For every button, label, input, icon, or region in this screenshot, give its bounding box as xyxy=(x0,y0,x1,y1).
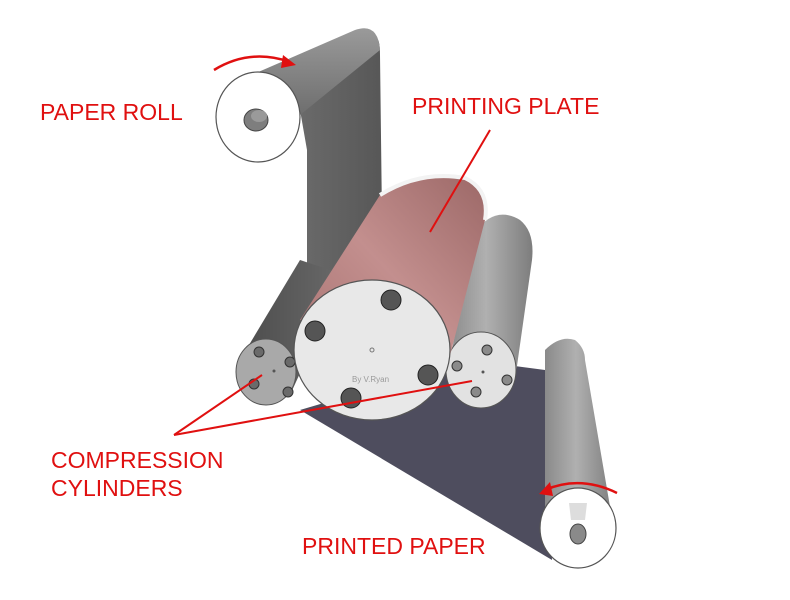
printing-plate-end-face xyxy=(293,279,451,421)
printed-roll-highlight xyxy=(569,503,587,520)
bolt-icon xyxy=(501,374,513,386)
leader-line-right-cylinder xyxy=(173,380,473,436)
right-compression-cylinder xyxy=(445,214,533,409)
bolt-icon xyxy=(304,320,326,342)
label-printed-paper: PRINTED PAPER xyxy=(302,533,486,559)
rotation-arrow-bottom xyxy=(544,481,618,495)
paper-roll-axle-highlight xyxy=(251,110,267,122)
bolt-icon xyxy=(470,386,482,398)
center-pin-icon xyxy=(481,370,485,374)
label-paper-roll: PAPER ROLL xyxy=(40,99,183,125)
bolt-icon xyxy=(380,289,402,311)
leader-line-printing-plate xyxy=(429,129,491,233)
rotation-arrowhead-top xyxy=(281,55,296,68)
paper-roll xyxy=(213,28,383,300)
printing-plate-rim xyxy=(378,174,488,221)
rotation-arrowhead-bottom xyxy=(539,482,553,496)
label-compression-line2: CYLINDERS xyxy=(51,475,183,501)
rotation-arrow-top xyxy=(213,55,291,72)
bolt-icon xyxy=(284,356,296,368)
bolt-icon xyxy=(417,364,439,386)
leader-line-left-cylinder xyxy=(173,374,263,436)
printed-paper-roll xyxy=(539,338,618,569)
bolt-icon xyxy=(282,386,294,398)
label-printing-plate: PRINTING PLATE xyxy=(412,93,599,119)
credit-text: By V.Ryan xyxy=(352,375,389,384)
printing-plate-cylinder: By V.Ryan xyxy=(293,174,488,421)
printed-roll-body xyxy=(545,338,614,530)
bolt-icon xyxy=(451,360,463,372)
bolt-icon xyxy=(481,344,493,356)
center-pin-icon xyxy=(369,347,375,353)
center-pin-icon xyxy=(272,369,276,373)
bolt-icon xyxy=(253,346,265,358)
printed-roll-axle xyxy=(569,523,587,545)
label-compression-line1: COMPRESSION xyxy=(51,447,224,473)
